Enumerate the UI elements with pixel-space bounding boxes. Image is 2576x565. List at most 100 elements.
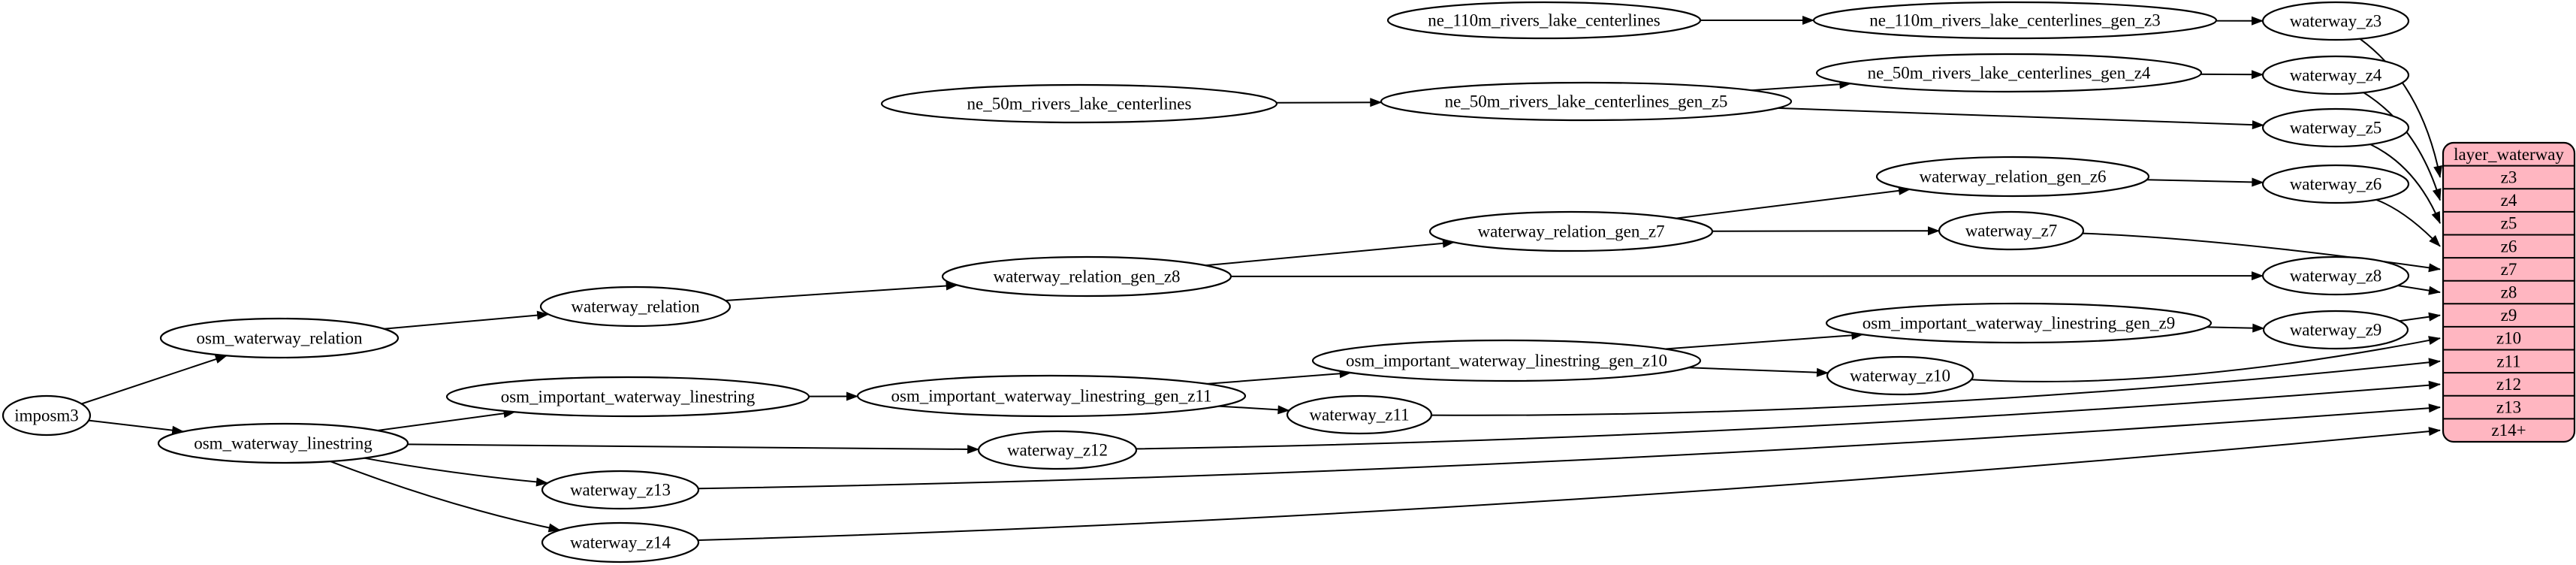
node-label: waterway_z8 — [2290, 267, 2382, 286]
edge-osm_waterway_linestring-to-waterway_z13 — [363, 457, 549, 487]
edge-waterway_z4-to-row-z4 — [2363, 92, 2442, 201]
table-row-z14+: z14+ — [2491, 421, 2526, 440]
node-waterway_z4: waterway_z4 — [2261, 55, 2410, 95]
node-osm_waterway_linestring: osm_waterway_linestring — [157, 422, 409, 464]
node-label: waterway_relation — [571, 298, 700, 316]
edge-osm_important_waterway_linestring_gen_z11-to-osm_important_waterway_linestring_gen_z10 — [1207, 369, 1352, 385]
node-ellipse — [2262, 310, 2409, 350]
node-imposm3: imposm3 — [2, 394, 92, 437]
node-ellipse — [856, 374, 1247, 418]
node-label: osm_waterway_linestring — [194, 434, 373, 453]
edge-osm_important_waterway_linestring_gen_z11-to-waterway_z11 — [1216, 405, 1290, 415]
node-label: waterway_z12 — [1007, 441, 1108, 460]
node-label: waterway_z7 — [1965, 222, 2058, 240]
node-ellipse — [2261, 164, 2410, 204]
table-row-z11: z11 — [2496, 352, 2520, 370]
node-label: waterway_relation_gen_z8 — [993, 267, 1180, 286]
node-osm_important_waterway_linestring: osm_important_waterway_linestring — [445, 376, 810, 418]
edge-osm_waterway_linestring-to-waterway_z14 — [330, 461, 561, 533]
node-ellipse — [1428, 210, 1714, 252]
node-label: waterway_z13 — [570, 481, 671, 500]
node-label: waterway_z9 — [2290, 321, 2382, 340]
edges-layer — [81, 16, 2442, 541]
node-ellipse — [2261, 1, 2410, 41]
node-waterway_relation_gen_z7: waterway_relation_gen_z7 — [1428, 210, 1714, 252]
node-ellipse — [539, 286, 731, 328]
node-ellipse — [1812, 1, 2218, 40]
node-ne_50m_rivers_lake_centerlines_gen_z4: ne_50m_rivers_lake_centerlines_gen_z4 — [1815, 53, 2203, 93]
node-ellipse — [1826, 355, 1974, 396]
node-ellipse — [541, 470, 700, 510]
table-row-z4: z4 — [2501, 191, 2517, 210]
node-osm_important_waterway_linestring_gen_z9: osm_important_waterway_linestring_gen_z9 — [1825, 302, 2213, 344]
node-ellipse — [1380, 81, 1793, 122]
edge-osm_waterway_linestring-to-osm_important_waterway_linestring — [377, 409, 516, 431]
edge-osm_important_waterway_linestring_gen_z9-to-waterway_z9 — [2198, 323, 2265, 333]
node-ellipse — [941, 255, 1232, 298]
node-label: waterway_z3 — [2290, 12, 2382, 31]
node-ne_50m_rivers_lake_centerlines_gen_z5: ne_50m_rivers_lake_centerlines_gen_z5 — [1380, 81, 1793, 122]
node-ellipse — [1286, 394, 1433, 435]
node-label: waterway_z5 — [2290, 119, 2382, 137]
node-waterway_z5: waterway_z5 — [2261, 107, 2410, 148]
edge-waterway_z9-to-row-z9 — [2397, 312, 2441, 322]
node-osm_waterway_relation: osm_waterway_relation — [159, 317, 400, 359]
node-ellipse — [2261, 107, 2410, 148]
node-osm_important_waterway_linestring_gen_z11: osm_important_waterway_linestring_gen_z1… — [856, 374, 1247, 418]
table-row-z12: z12 — [2496, 375, 2521, 394]
node-ellipse — [445, 376, 810, 418]
node-label: osm_important_waterway_linestring_gen_z1… — [1346, 352, 1667, 370]
node-ellipse — [2, 394, 92, 437]
node-label: waterway_relation_gen_z6 — [1919, 168, 2106, 186]
node-waterway_z12: waterway_z12 — [977, 430, 1138, 470]
edge-waterway_z3-to-row-z3 — [2359, 38, 2442, 178]
node-waterway_relation_gen_z8: waterway_relation_gen_z8 — [941, 255, 1232, 298]
node-label: imposm3 — [14, 406, 79, 425]
node-ellipse — [880, 83, 1278, 124]
node-label: osm_important_waterway_linestring_gen_z9 — [1863, 314, 2175, 333]
table-row-z13: z13 — [2496, 398, 2521, 417]
node-label: osm_important_waterway_linestring — [501, 388, 756, 406]
node-waterway_z8: waterway_z8 — [2261, 255, 2410, 296]
node-label: ne_50m_rivers_lake_centerlines_gen_z5 — [1445, 92, 1728, 111]
edge-waterway_relation-to-waterway_relation_gen_z8 — [725, 281, 958, 301]
node-label: osm_important_waterway_linestring_gen_z1… — [891, 387, 1211, 406]
table-row-z5: z5 — [2501, 214, 2517, 233]
node-waterway_z3: waterway_z3 — [2261, 1, 2410, 41]
node-ellipse — [541, 521, 700, 563]
node-waterway_z14: waterway_z14 — [541, 521, 700, 563]
node-label: ne_50m_rivers_lake_centerlines — [967, 95, 1192, 113]
edge-waterway_z6-to-row-z6 — [2375, 198, 2441, 247]
edge-ne_50m_rivers_lake_centerlines-to-ne_50m_rivers_lake_centerlines_gen_z5 — [1276, 98, 1383, 107]
edge-ne_50m_rivers_lake_centerlines_gen_z4-to-waterway_z4 — [2193, 70, 2264, 80]
table-title: layer_waterway — [2454, 145, 2564, 164]
node-waterway_relation: waterway_relation — [539, 286, 731, 328]
node-ellipse — [2261, 255, 2410, 296]
node-label: waterway_z14 — [570, 533, 671, 552]
node-ellipse — [1825, 302, 2213, 344]
node-waterway_z6: waterway_z6 — [2261, 164, 2410, 204]
table-row-z6: z6 — [2501, 237, 2517, 255]
node-ne_110m_rivers_lake_centerlines_gen_z3: ne_110m_rivers_lake_centerlines_gen_z3 — [1812, 1, 2218, 40]
node-label: ne_110m_rivers_lake_centerlines — [1428, 11, 1661, 30]
edge-ne_50m_rivers_lake_centerlines_gen_z5-to-ne_50m_rivers_lake_centerlines_gen_z4 — [1751, 80, 1852, 92]
node-label: ne_50m_rivers_lake_centerlines_gen_z4 — [1868, 64, 2151, 83]
node-label: waterway_z4 — [2290, 66, 2382, 85]
node-waterway_z7: waterway_z7 — [1938, 210, 2085, 251]
edge-ne_50m_rivers_lake_centerlines_gen_z5-to-waterway_z5 — [1777, 107, 2264, 130]
table-row-z8: z8 — [2501, 283, 2517, 302]
node-ellipse — [1938, 210, 2085, 251]
edge-waterway_relation_gen_z6-to-waterway_z6 — [2146, 177, 2264, 187]
node-ellipse — [1386, 1, 1702, 40]
node-ellipse — [2261, 55, 2410, 95]
edge-waterway_z10-to-row-z10 — [1971, 336, 2441, 382]
node-ne_110m_rivers_lake_centerlines: ne_110m_rivers_lake_centerlines — [1386, 1, 1702, 40]
node-ellipse — [1875, 156, 2150, 198]
node-ellipse — [159, 317, 400, 359]
node-waterway_z11: waterway_z11 — [1286, 394, 1433, 435]
edge-waterway_z5-to-row-z5 — [2369, 144, 2441, 225]
edge-imposm3-to-osm_waterway_linestring — [88, 419, 185, 435]
edge-waterway_z8-to-row-z8 — [2395, 284, 2441, 295]
table-row-z7: z7 — [2501, 260, 2517, 279]
